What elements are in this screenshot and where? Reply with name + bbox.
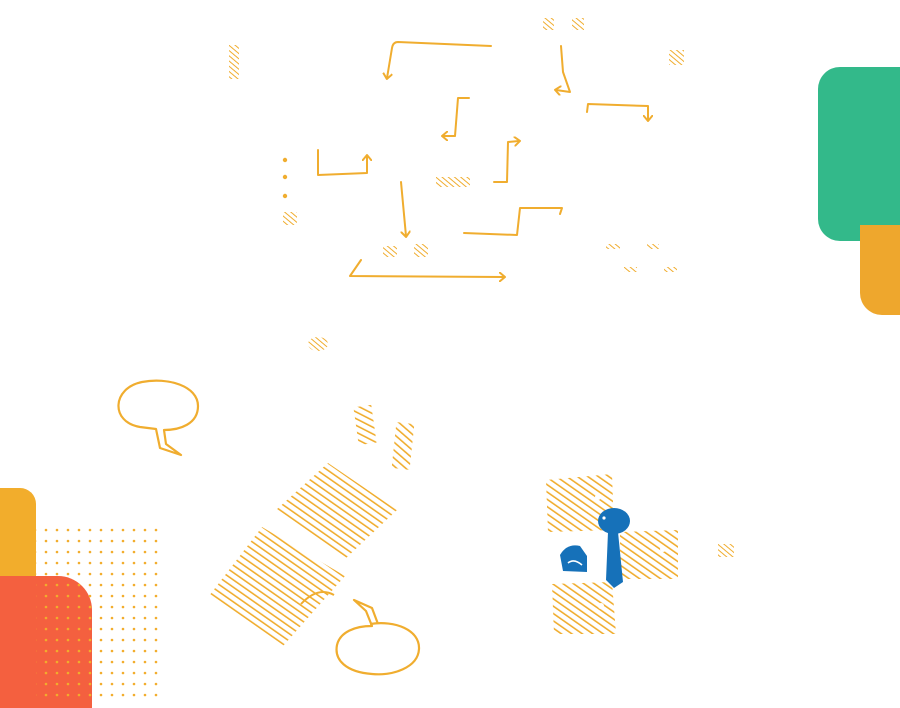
flowchart-arrow-icon — [443, 97, 470, 136]
large-hatched-blocks — [209, 463, 397, 646]
hatched-block-icon — [647, 244, 659, 249]
flowchart-arrow-icon — [387, 41, 492, 78]
speech-bubble-icon — [117, 379, 200, 457]
orange-corner-tab — [860, 225, 900, 315]
hatched-block-icon — [669, 50, 684, 65]
flowchart-arrow-icon — [400, 181, 406, 236]
green-corner-block — [818, 67, 900, 241]
hatched-block-icon — [283, 212, 297, 225]
scribble-marks — [353, 404, 415, 470]
person-icon — [560, 508, 630, 588]
hatched-block-icon — [414, 244, 428, 257]
flowchart-arrow-icon — [556, 45, 571, 92]
hatched-block-icon — [383, 246, 397, 257]
speech-bubble-icon — [335, 598, 421, 676]
hatched-block-icon — [664, 267, 677, 272]
flowchart-sketch — [317, 41, 648, 277]
person-scene — [546, 474, 678, 634]
hatched-block-icon — [572, 18, 584, 30]
hatched-block-icon — [624, 267, 637, 272]
small-dots — [282, 157, 288, 199]
hatched-block-icon — [229, 45, 239, 79]
hatched-block-icon — [620, 530, 678, 579]
hatched-block-icon — [546, 474, 614, 532]
hatched-block-icon — [606, 244, 620, 249]
hatched-block-icon — [391, 422, 415, 470]
hatched-block-icon — [552, 582, 616, 634]
flowchart-arrow-icon — [317, 149, 367, 176]
flowchart-arrow-icon — [586, 103, 648, 120]
hatched-block-icon — [308, 337, 328, 351]
hatched-block-icon — [353, 404, 377, 446]
flowchart-arrow-icon — [463, 207, 563, 236]
hatched-block-icon — [718, 544, 734, 557]
dot-grid-pattern — [36, 522, 158, 698]
flowchart-arrow-icon — [493, 141, 519, 183]
scribble-marks — [229, 18, 734, 557]
flowchart-arrow-icon — [349, 259, 504, 277]
hatched-block-icon — [543, 18, 554, 30]
hatched-block-icon — [209, 527, 345, 646]
hatched-block-icon — [300, 591, 335, 605]
hatched-block-icon — [276, 463, 397, 560]
hatched-block-icon — [436, 177, 470, 187]
